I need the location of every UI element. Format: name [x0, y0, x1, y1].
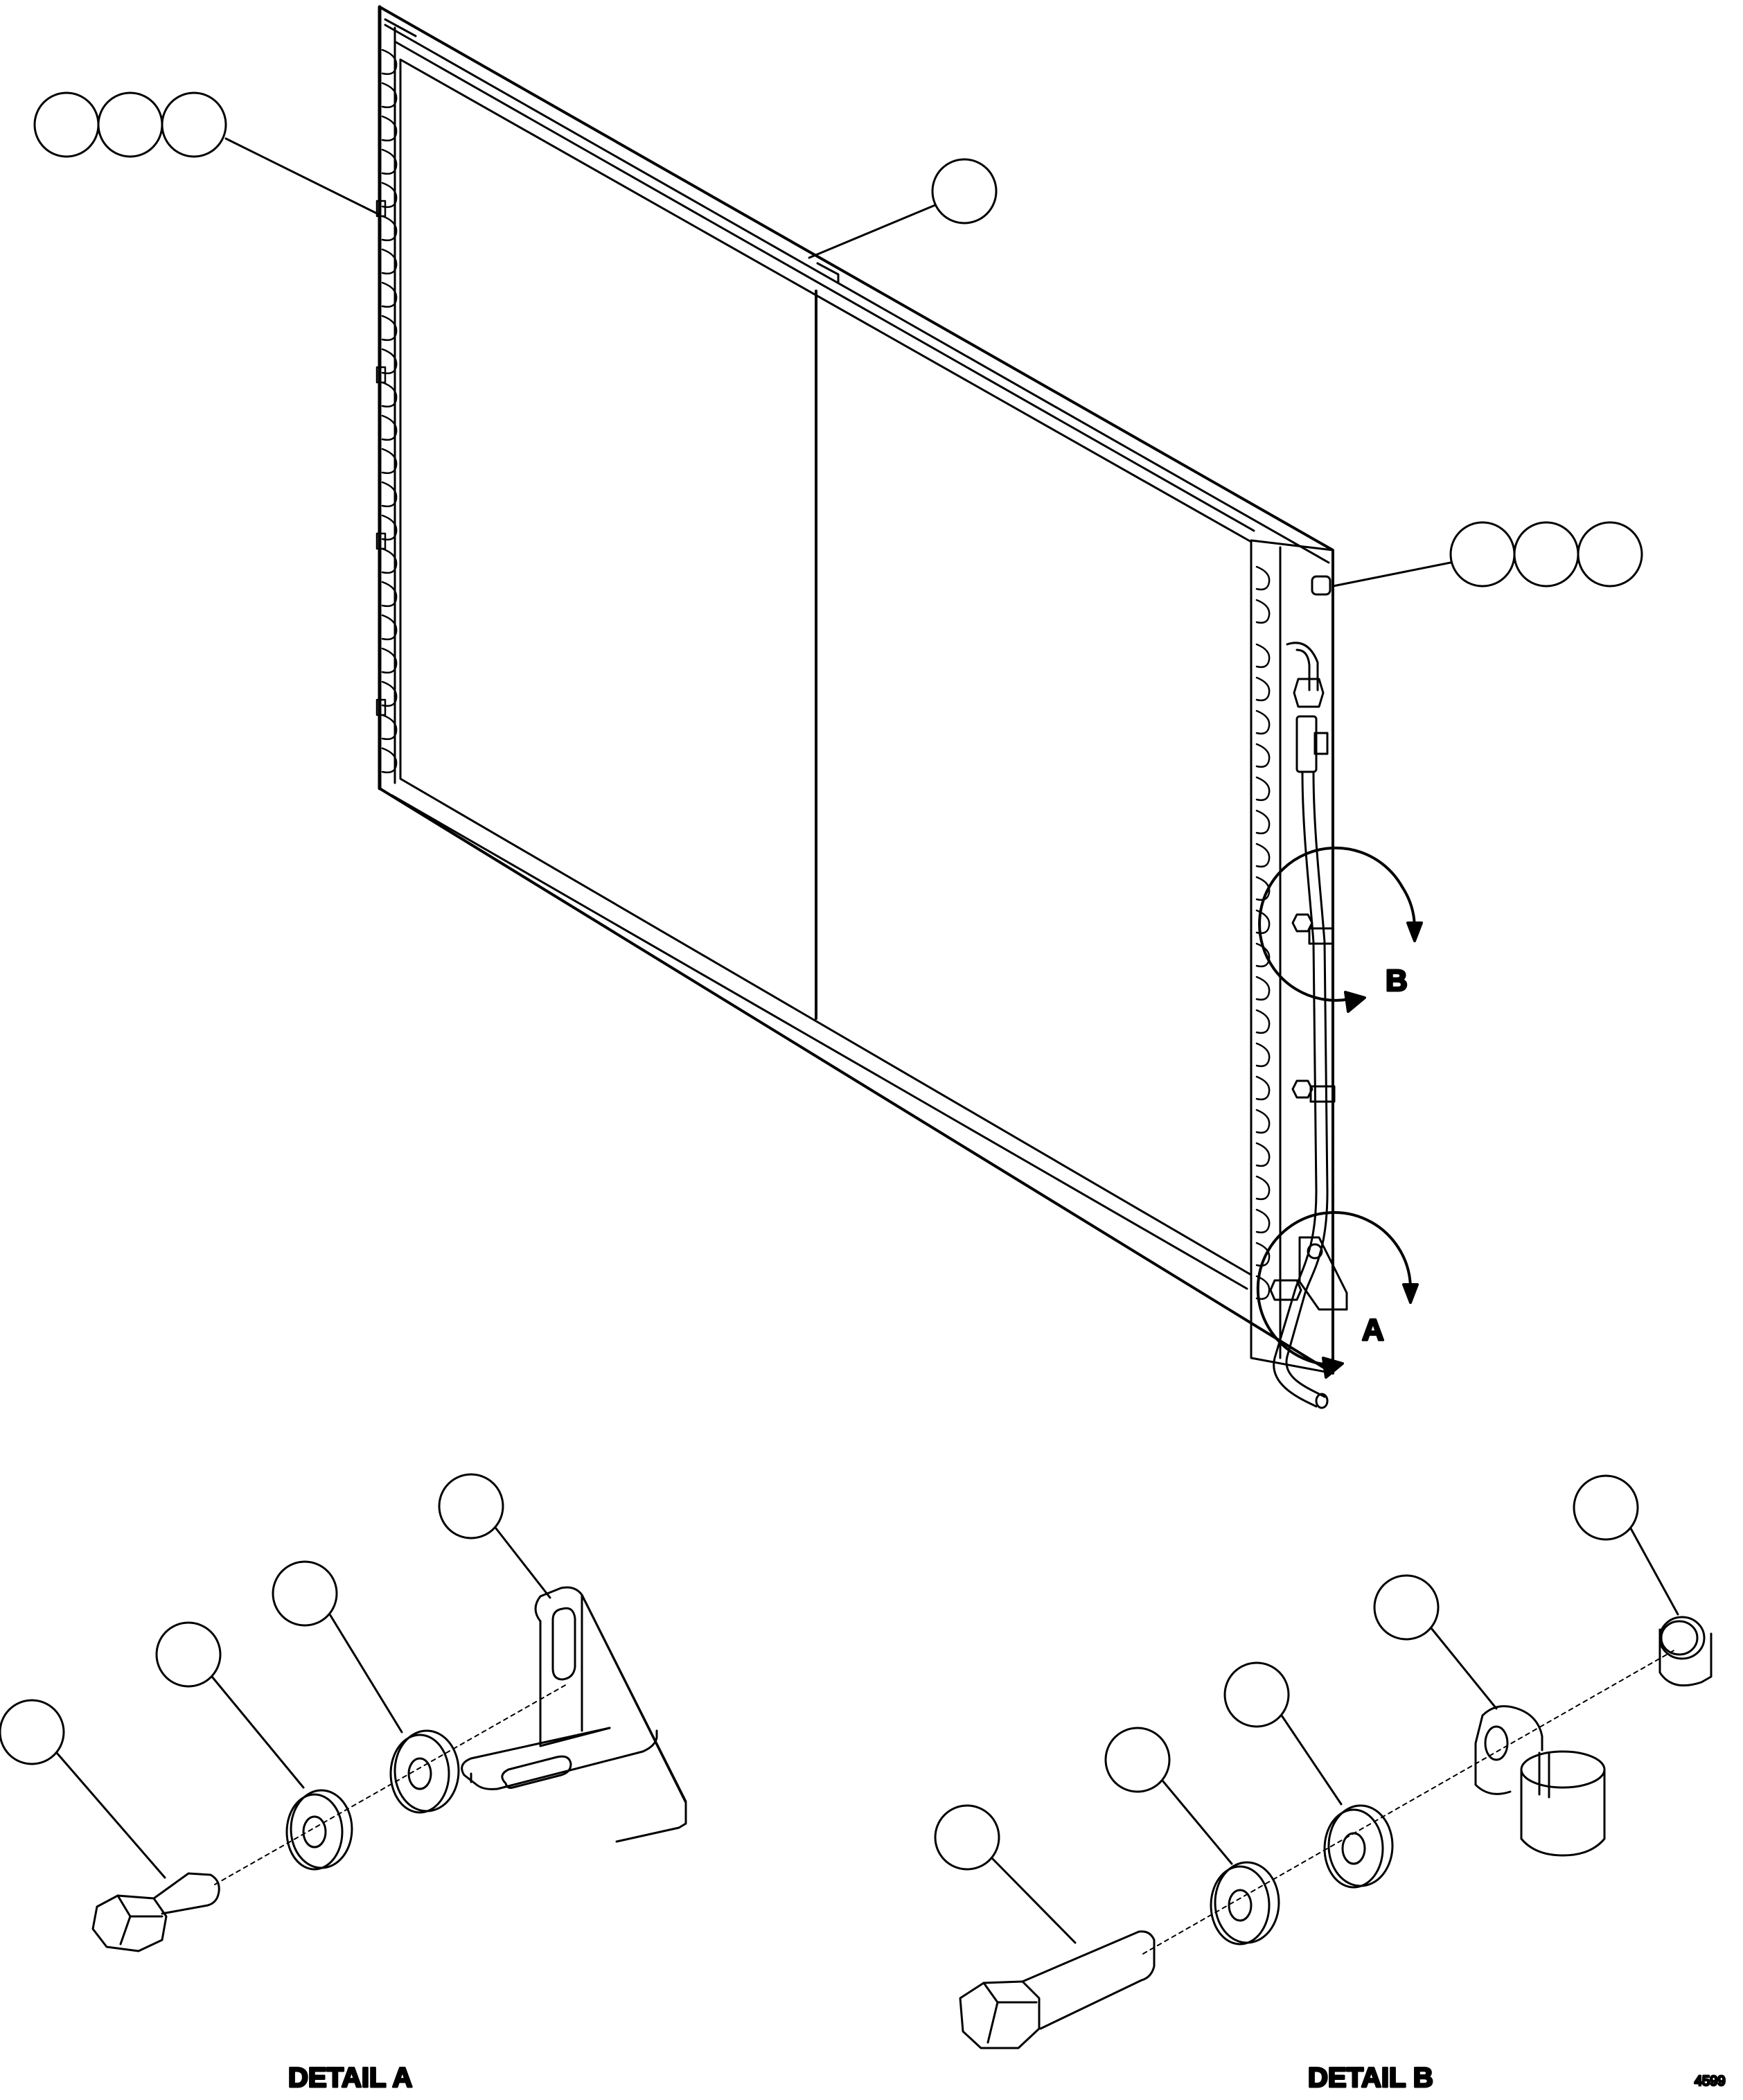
- refrigerant-tube-assembly: [1269, 575, 1348, 1409]
- view-a-label: A: [1362, 1313, 1384, 1347]
- figure-reference-number: 4599: [1695, 2074, 1726, 2089]
- detail-b-caption: DETAIL B: [1308, 2063, 1433, 2093]
- flat-washer-b2: [1323, 1804, 1394, 1889]
- p-clamp: [1474, 1705, 1606, 1857]
- right-header-return-bends: [1255, 565, 1271, 1300]
- flat-washer-a1: [285, 1789, 353, 1871]
- condenser-coil-panel: [378, 5, 1334, 1375]
- spacer-sleeve: [1658, 1616, 1713, 1687]
- flat-washer-b1: [1210, 1861, 1280, 1945]
- view-b-label: B: [1386, 964, 1408, 998]
- detail-b-callout-circle: [1258, 846, 1423, 1013]
- detail-b-exploded-view: [934, 1474, 1713, 2049]
- detail-a-caption: DETAIL A: [288, 2063, 412, 2093]
- main-view-callouts: [33, 91, 1643, 588]
- angle-bracket: [461, 1586, 687, 1843]
- hex-bolt-b: [959, 1930, 1156, 2049]
- detail-a-callout-circle: [1256, 1211, 1419, 1379]
- left-header-return-bends: [375, 48, 398, 774]
- flat-washer-a2: [389, 1729, 460, 1814]
- hex-bolt-a: [91, 1683, 569, 1952]
- detail-a-exploded-view: [0, 1473, 687, 1952]
